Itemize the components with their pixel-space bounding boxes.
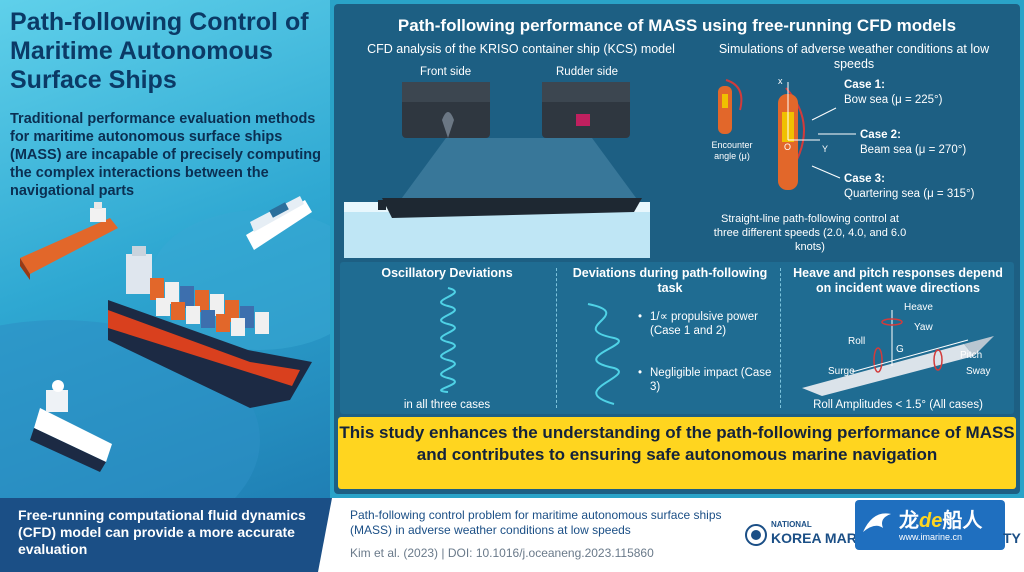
cfd-analysis-section: CFD analysis of the KRISO container ship… [342, 40, 700, 260]
straight-line-text: Straight-line path-following control at … [713, 213, 907, 253]
dragon-icon [863, 513, 891, 532]
bullet-2-text: Negligible impact (Case 3) [650, 367, 772, 393]
logo-suffix: TY [1003, 530, 1021, 546]
institution-seal-icon [745, 524, 767, 546]
rudder-side-label: Rudder side [556, 66, 619, 78]
watermark-logo: 龙de船人 www.imarine.cn [855, 500, 1005, 550]
heave-heading: Heave and pitch responses depend on inci… [793, 266, 1003, 295]
intro-text: Traditional performance evaluation metho… [10, 111, 322, 199]
bullet-1-text: 1/∝ propulsive power (Case 1 and 2) [650, 311, 758, 337]
summary-box-notch [318, 498, 332, 572]
simulation-section: Simulations of adverse weather condition… [704, 40, 1014, 260]
case3: Case 3: Quartering sea (μ = 315°) [844, 172, 974, 202]
axis-y-label: Y [822, 144, 829, 154]
sway-label: Sway [966, 366, 991, 377]
left-panel: Path-following Control of Maritime Auton… [0, 0, 330, 498]
container-ship [108, 246, 312, 408]
case3-title: Case 3: [844, 173, 885, 185]
case1-title: Case 1: [844, 79, 885, 91]
cfd-heading: CFD analysis of the KRISO container ship… [367, 42, 675, 56]
paper-title: Path-following control problem for marit… [350, 508, 722, 537]
case2-text: Beam sea (μ = 270°) [860, 144, 967, 156]
front-side-label: Front side [420, 66, 472, 78]
bullet-dot: • [638, 367, 643, 379]
axis-x-label: x [778, 76, 783, 86]
main-title: Path-following performance of MASS using… [397, 16, 957, 35]
institution-logo: NATIONAL KOREA MARI 龙de船人 www.imarine.cn… [745, 500, 1021, 550]
heave-column: Heave and pitch responses depend on inci… [782, 262, 1014, 414]
surge-label: Surge [828, 366, 855, 377]
oscillation-wave-icon [440, 287, 456, 393]
ship-motion-diagram [802, 310, 994, 396]
watermark-text: 龙de船人 [899, 510, 983, 532]
roll-amplitude-text: Roll Amplitudes < 1.5° (All cases) [813, 399, 983, 411]
oscillatory-footer: in all three cases [403, 399, 491, 411]
results-row: Oscillatory Deviations in all three case… [340, 262, 1014, 414]
case1-text: Bow sea (μ = 225°) [844, 94, 943, 106]
citation: Kim et al. (2023) | DOI: 10.1016/j.ocean… [350, 546, 654, 560]
heave-label: Heave [904, 302, 933, 313]
logo-korea: KOREA MARI [771, 530, 861, 546]
logo-national: NATIONAL [771, 520, 812, 529]
bullet-dot: • [638, 311, 643, 323]
oscillatory-column: Oscillatory Deviations in all three case… [340, 262, 554, 414]
ships-illustration [0, 196, 330, 498]
footer-bar: Free-running computational fluid dynamic… [0, 498, 1024, 572]
cfd-summary-box: Free-running computational fluid dynamic… [0, 498, 318, 572]
tanker-ship [20, 202, 118, 280]
deviation-bullet-2: • Negligible impact (Case 3) [638, 366, 780, 394]
column-divider [780, 268, 781, 408]
column-divider [556, 268, 557, 408]
deviations-column: Deviations during path-following task • … [560, 262, 780, 414]
case3-text: Quartering sea (μ = 315°) [844, 188, 975, 200]
deviation-wave-icon [587, 303, 620, 405]
main-panel: Path-following performance of MASS using… [334, 4, 1020, 494]
case2: Case 2: Beam sea (μ = 270°) [860, 128, 966, 158]
encounter-angle-label: Encounter angle (μ) [711, 140, 753, 161]
conclusion-banner: This study enhances the understanding of… [338, 417, 1016, 489]
roll-label: Roll [848, 336, 866, 347]
g-label: G [896, 344, 904, 355]
page-title: Path-following Control of Maritime Auton… [10, 8, 309, 94]
cruise-ship [246, 196, 312, 250]
pitch-label: Pitch [960, 350, 983, 361]
yaw-label: Yaw [914, 322, 933, 333]
axis-origin-label: O [784, 142, 792, 152]
case2-title: Case 2: [860, 129, 901, 141]
research-vessel [30, 380, 112, 472]
watermark-url: www.imarine.cn [899, 532, 963, 542]
deviations-heading: Deviations during path-following task [572, 266, 768, 295]
cfd-ship-render [344, 82, 650, 258]
simulation-heading: Simulations of adverse weather condition… [718, 42, 990, 71]
encounter-angle-diagram [718, 79, 856, 190]
oscillatory-heading: Oscillatory Deviations [381, 266, 513, 280]
case1: Case 1: Bow sea (μ = 225°) [844, 78, 942, 108]
deviation-bullet-1: • 1/∝ propulsive power (Case 1 and 2) [638, 310, 780, 338]
